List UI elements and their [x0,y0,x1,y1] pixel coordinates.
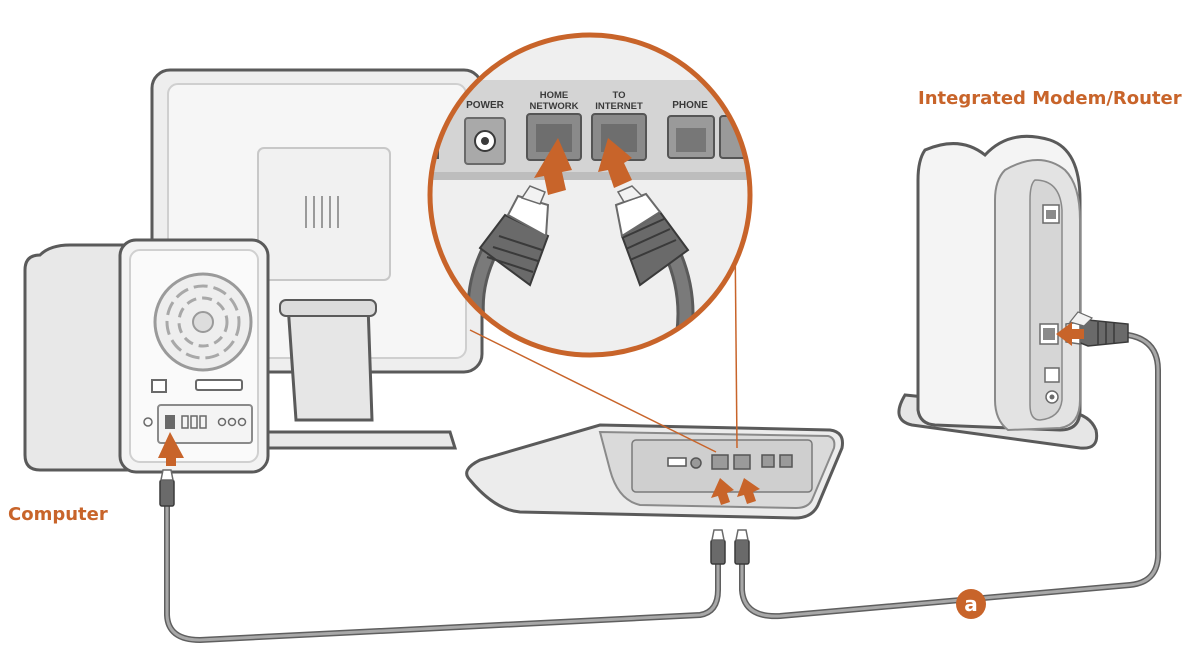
modem-router [899,136,1097,448]
computer-tower [25,240,268,472]
cable-a-marker: a [956,589,986,619]
computer-cable-plug [160,470,174,506]
label-to-internet-1: TO [612,90,625,101]
computer-label: Computer [8,504,108,525]
label-home-network-1: HOME [540,90,569,101]
base-station-cable-plugs [711,530,749,564]
base-station [467,425,843,518]
label-phone: PHONE [672,100,708,111]
cable-a-marker-label: a [964,592,978,616]
label-home-network-2: NETWORK [529,101,578,112]
label-to-internet-2: INTERNET [595,101,643,112]
modem-router-label: Integrated Modem/Router [918,88,1182,109]
label-power: POWER [466,100,505,111]
